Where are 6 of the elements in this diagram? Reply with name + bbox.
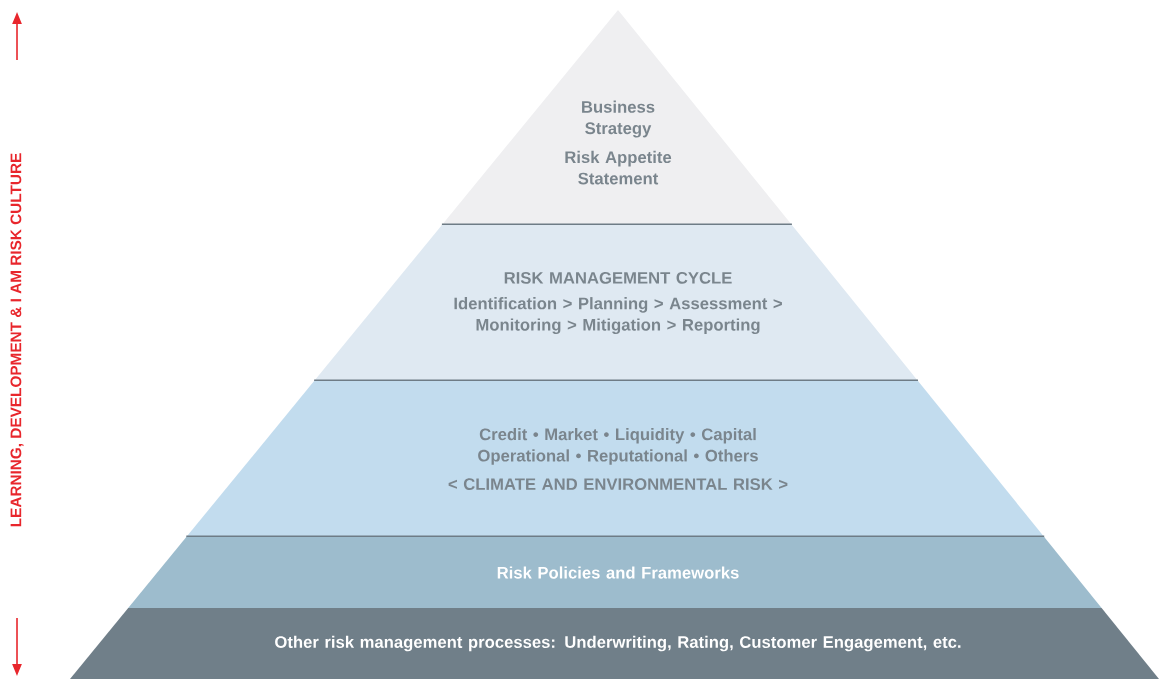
pyramid-band: Credit • Market • Liquidity • Capital Operational • Reputational • Others < CLIMATE AND ENVIRONMENTAL RISK > <box>186 381 1045 539</box>
pyramid-band: Risk Policies and Frameworks <box>128 537 1102 608</box>
pyramid-band: RISK MANAGEMENT CYCLE Identification > Planning > Assessment > Monitoring > Mitigation > Reporting <box>314 225 918 383</box>
pyramid-band: Other risk management processes: Underwriting, Rating, Customer Engagement, etc. <box>70 608 1159 679</box>
pyramid-band: Business Strategy Risk Appetite Statement <box>441 10 792 227</box>
side-label: LEARNING, DEVELOPMENT & I AM RISK CULTURE <box>10 153 24 527</box>
